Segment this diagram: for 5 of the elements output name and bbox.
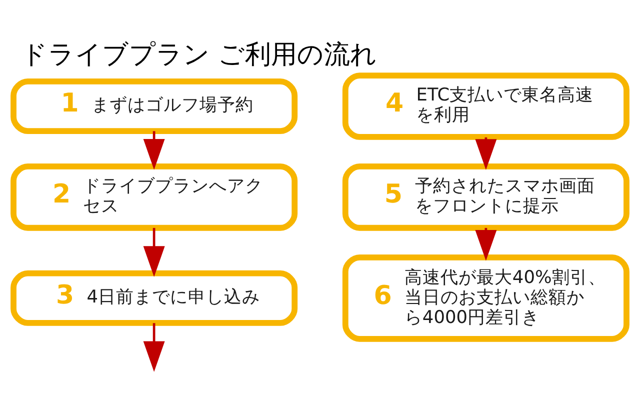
arrow: [143, 322, 165, 372]
diagram-title: ドライブプラン ご利用の流れ: [20, 40, 378, 70]
node-box: 3 4日前までに申し込み: [10, 270, 298, 326]
node-box: 1 まずはゴルフ場予約: [10, 78, 298, 134]
arrow: [143, 227, 165, 276]
